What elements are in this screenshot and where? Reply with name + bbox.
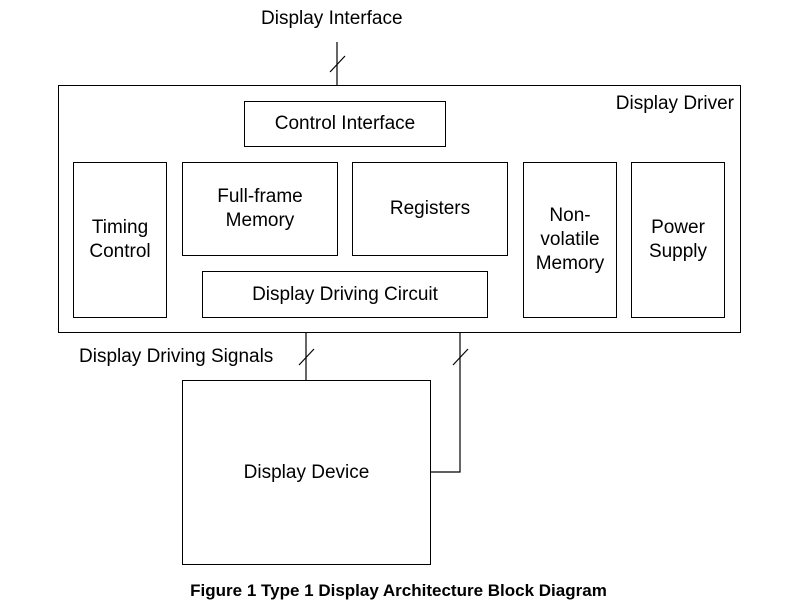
full-frame-memory-block: Full-frame Memory (182, 162, 338, 256)
display-interface-label: Display Interface (261, 8, 403, 29)
driving-signal-slash-right (452, 348, 469, 366)
display-interface-bus-slash (329, 55, 346, 73)
non-volatile-memory-block: Non- volatile Memory (523, 162, 617, 318)
figure-caption: Figure 1 Type 1 Display Architecture Blo… (190, 581, 607, 600)
control-interface-block: Control Interface (244, 101, 446, 147)
timing-control-block: Timing Control (73, 162, 167, 318)
display-driving-circuit-block: Display Driving Circuit (202, 271, 488, 318)
registers-block: Registers (352, 162, 508, 256)
driving-signal-line-right (431, 318, 461, 473)
power-supply-block: Power Supply (631, 162, 725, 318)
display-driving-signals-label: Display Driving Signals (79, 346, 274, 367)
driving-signal-slash-left (298, 348, 315, 366)
display-driver-label: Display Driver (615, 93, 734, 114)
display-device-block: Display Device (182, 380, 431, 565)
